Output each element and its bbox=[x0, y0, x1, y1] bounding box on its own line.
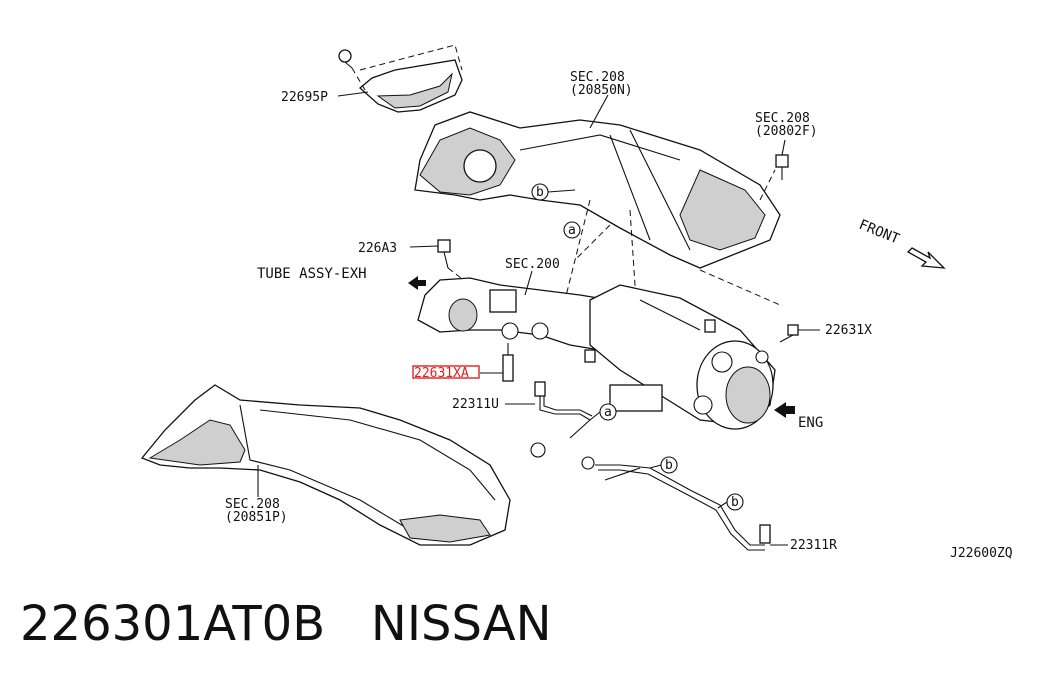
part-number-caption: 226301AT0B NISSAN bbox=[20, 596, 552, 652]
label-sec208-20851p-line1: SEC.208 bbox=[225, 497, 280, 512]
ref-b-label: b bbox=[731, 495, 739, 510]
front-arrow-icon bbox=[906, 247, 946, 269]
label-tube-assy-exh: TUBE ASSY-EXH bbox=[257, 266, 367, 282]
bolt-226a3-part bbox=[437, 239, 471, 286]
exhaust-manifold-part bbox=[417, 277, 611, 351]
label-22631x: 22631X bbox=[825, 323, 872, 338]
ref-b-label: b bbox=[665, 458, 673, 473]
tube-22311r-part bbox=[581, 456, 771, 551]
ref-circle-b-1: b bbox=[531, 183, 576, 201]
label-22631xa: 22631XA bbox=[414, 366, 469, 381]
ref-circle-a-2: a bbox=[589, 403, 617, 421]
label-sec208-20802f-line2: (20802F) bbox=[755, 124, 818, 139]
label-front: FRONT bbox=[857, 217, 903, 248]
ref-circle-b-3: b bbox=[717, 493, 744, 511]
ref-b-label: b bbox=[536, 185, 544, 200]
tube-assy-arrow-icon bbox=[408, 276, 426, 290]
label-sec208-20851p-line2: (20851P) bbox=[225, 510, 288, 525]
label-sec208-20802f-line1: SEC.208 bbox=[755, 111, 810, 126]
label-sec200: SEC.200 bbox=[505, 257, 560, 272]
sensor-22631xa-part bbox=[502, 343, 514, 382]
label-22311r: 22311R bbox=[790, 538, 837, 553]
label-22311u: 22311U bbox=[452, 397, 499, 412]
label-sec208-20850n-line2: (20850N) bbox=[570, 83, 633, 98]
upper-heat-shield-part bbox=[338, 44, 463, 113]
lower-heat-insulator-part bbox=[140, 384, 511, 546]
tube-22311u-part bbox=[530, 381, 593, 458]
label-22695p: 22695P bbox=[281, 90, 328, 105]
label-sec208-20850n-line1: SEC.208 bbox=[570, 70, 625, 85]
label-drawing-code: J22600ZQ bbox=[950, 546, 1013, 561]
label-226a3: 226A3 bbox=[358, 241, 397, 256]
ref-circle-b-2: b bbox=[649, 456, 678, 474]
ref-a-label: a bbox=[604, 405, 612, 420]
highlight-box bbox=[412, 365, 480, 379]
label-eng: ENG bbox=[798, 415, 823, 431]
ref-circle-a-1: a bbox=[563, 221, 581, 239]
upper-heat-insulator-part bbox=[414, 111, 781, 269]
eng-arrow-icon bbox=[774, 402, 795, 418]
ref-a-label: a bbox=[568, 223, 576, 238]
catalytic-converter-part bbox=[584, 284, 776, 430]
sensor-22631x-part bbox=[779, 324, 799, 343]
bolt-20802f-part bbox=[775, 154, 789, 180]
